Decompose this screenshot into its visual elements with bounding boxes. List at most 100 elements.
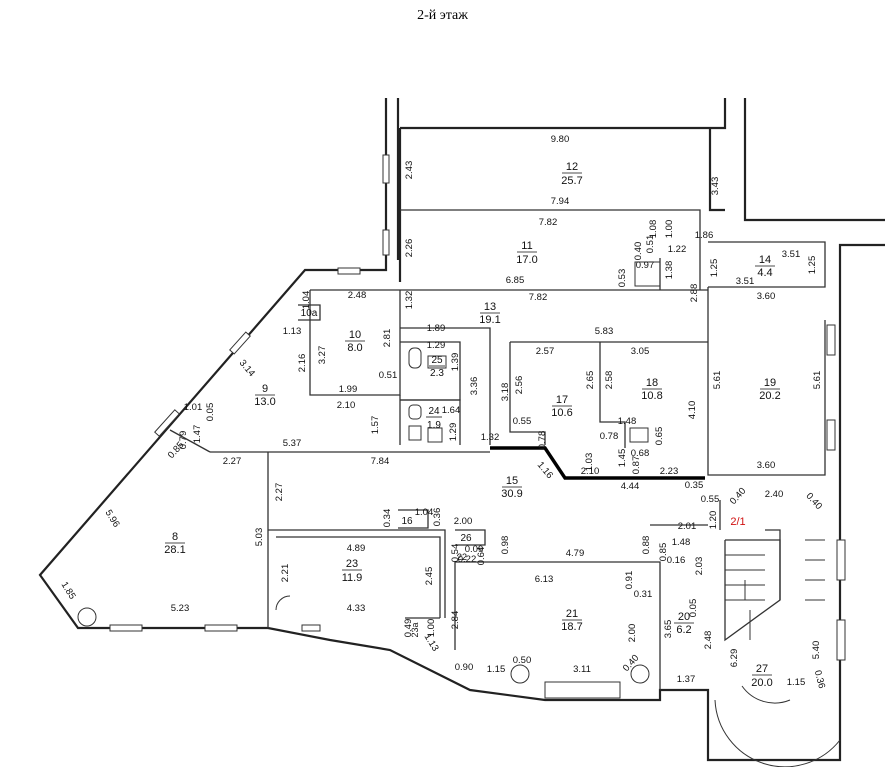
dimension-label: 0.36	[812, 669, 827, 690]
dimension-label: 1.00	[426, 619, 437, 638]
room-17-number: 17	[556, 394, 568, 406]
dimension-label: 1.00	[664, 220, 675, 239]
dimension-label: 2.65	[585, 371, 596, 390]
dimension-label: 0.53	[617, 269, 628, 288]
room-27-number: 27	[756, 663, 768, 675]
dimension-label: 0.78	[537, 431, 548, 450]
dimension-label: 2.88	[689, 284, 700, 303]
room-23-area: 11.9	[342, 572, 363, 584]
fixtures	[77, 261, 841, 767]
dimension-label: 0.64	[476, 547, 487, 566]
dimension-label: 0.34	[382, 509, 393, 528]
room-26-number: 26	[460, 533, 472, 544]
dimension-label: 1.37	[677, 674, 696, 685]
room-20-number: 20	[678, 611, 690, 623]
dimension-label: 2.56	[514, 376, 525, 395]
dimension-label: 4.79	[566, 548, 585, 559]
dimension-label: 2.48	[703, 631, 714, 650]
dimension-label: 1.99	[339, 384, 358, 395]
dimension-label: 4.33	[347, 603, 366, 614]
dimension-label: 0.05	[205, 403, 216, 422]
dimension-label: 2.03	[694, 557, 705, 576]
dimension-label: 3.60	[757, 291, 776, 302]
dimension-label: 0.05	[688, 599, 699, 618]
bold-partition	[490, 446, 705, 480]
dimension-label: 0.51	[645, 235, 656, 254]
room-15-area: 30.9	[501, 488, 522, 500]
dimension-label: 5.23	[171, 603, 190, 614]
dimension-label: 1.57	[370, 416, 381, 435]
room-23-number: 23	[346, 558, 358, 570]
dimension-label: 1.13	[283, 326, 302, 337]
dimension-label: 2.16	[297, 354, 308, 373]
dimension-label: 4.10	[687, 401, 698, 420]
room-11-number: 11	[521, 240, 532, 252]
dimension-label: 1.01	[184, 402, 203, 413]
dimension-label: 3.11	[573, 664, 591, 675]
dimension-label: 2.43	[404, 161, 415, 180]
dimension-label: 0.88	[641, 536, 652, 555]
dimension-label: 2.27	[274, 483, 285, 502]
dimension-label: 0.65	[654, 427, 665, 446]
room-23a-number: 23а	[410, 622, 420, 637]
dimension-label: 0.16	[667, 555, 686, 566]
dimension-label: 2.84	[450, 611, 461, 630]
dimension-label: 2.45	[424, 567, 435, 586]
dimension-label: 3.18	[500, 383, 511, 402]
dimension-label: 1.15	[787, 677, 806, 688]
room-14-area: 4.4	[757, 267, 772, 279]
dimension-label: 0.54	[450, 544, 461, 563]
dimension-label: 3.36	[469, 377, 480, 396]
dimension-label: 1.45	[617, 449, 628, 468]
dimension-label: 1.85	[59, 580, 78, 602]
dimension-label: 0.40	[804, 491, 825, 512]
dimension-label: 1.48	[672, 537, 691, 548]
room-21-number: 21	[566, 608, 578, 620]
dimension-label: 0.68	[631, 448, 650, 459]
dimension-label: 1.15	[487, 664, 506, 675]
dimension-label: 3.27	[317, 346, 328, 365]
dimension-label: 0.97	[636, 260, 655, 271]
dimension-label: 2.58	[604, 371, 615, 390]
room-22-number: 22	[457, 552, 467, 562]
room-labels: 12 25.7 11 17.0 14 4.4 10а 10 8.0 13 19.…	[164, 161, 780, 689]
dimension-label: 6.85	[506, 275, 525, 286]
dimension-label: 6.29	[729, 649, 740, 668]
dimension-label: 1.32	[404, 291, 415, 310]
dimension-label: 2.23	[660, 466, 679, 477]
dimension-label: 2.00	[454, 516, 473, 527]
staircase	[724, 529, 825, 642]
dimension-label: 9.80	[551, 134, 570, 145]
dimension-label: 0.87	[631, 456, 642, 475]
dimension-label: 0.09	[465, 544, 484, 555]
dimension-label: 0.85	[658, 543, 669, 562]
dimension-label: 3.51	[782, 249, 801, 260]
dimension-label: 5.61	[712, 371, 723, 390]
room-11-area: 17.0	[516, 254, 537, 266]
room-15-number: 15	[506, 475, 518, 487]
dimension-label: 1.16	[535, 460, 555, 481]
dimension-label: 0.40	[621, 653, 642, 674]
dimension-label: 2.10	[581, 466, 600, 477]
dimension-label: 0.49	[403, 619, 414, 638]
dimension-label: 7.94	[551, 196, 570, 207]
dimension-label: 0.79	[178, 431, 189, 450]
room-8-area: 28.1	[164, 544, 185, 556]
dimension-label: 5.03	[254, 528, 265, 547]
dimension-label: 0.91	[624, 571, 635, 590]
dimension-label: 1.25	[709, 259, 720, 278]
room-18-number: 18	[646, 377, 658, 389]
dimension-label: 1.38	[664, 261, 675, 280]
windows	[109, 154, 846, 699]
dimension-label: 0.31	[634, 589, 653, 600]
dimension-label: 7.82	[539, 217, 558, 228]
dimension-label: 7.84	[371, 456, 390, 467]
dimension-label: 5.40	[811, 641, 822, 660]
dimension-label: 2.10	[337, 400, 356, 411]
room-21-area: 18.7	[561, 621, 582, 633]
page-title: 2-й этаж	[417, 8, 468, 23]
room-19-area: 20.2	[759, 390, 780, 402]
dimension-label: 0.55	[513, 416, 532, 427]
room-18-area: 10.8	[641, 390, 662, 402]
